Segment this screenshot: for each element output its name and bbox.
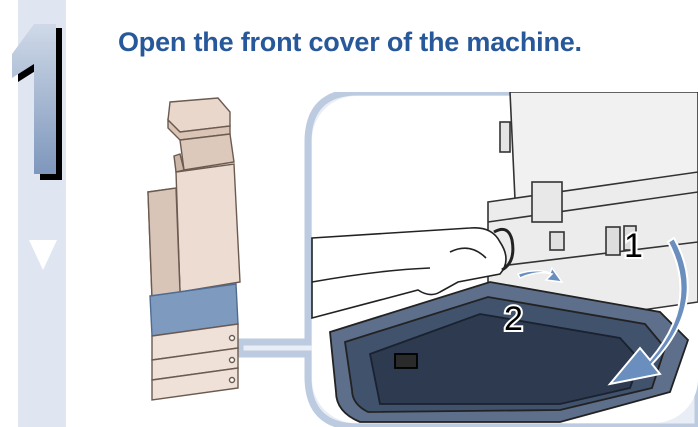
front-cover-illustration: 1 2 [140, 92, 698, 427]
copier-machine-icon [148, 98, 240, 400]
callout-number-1: 1 [624, 227, 643, 265]
step-number-1 [0, 24, 80, 184]
callout-number-2: 2 [504, 300, 523, 338]
step-instruction-heading: Open the front cover of the machine. [118, 26, 582, 58]
down-arrow-icon [27, 236, 59, 272]
